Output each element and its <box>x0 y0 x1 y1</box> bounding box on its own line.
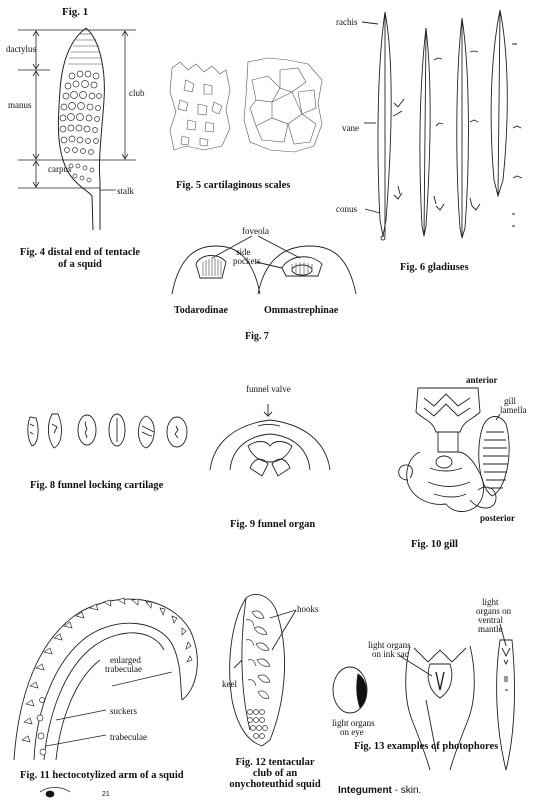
integument-term: Integument <box>338 785 392 796</box>
footer-integument: Integument - skin. <box>338 785 421 797</box>
footer-fig-number: 21 <box>102 790 110 800</box>
integument-definition: - skin. <box>392 785 421 796</box>
